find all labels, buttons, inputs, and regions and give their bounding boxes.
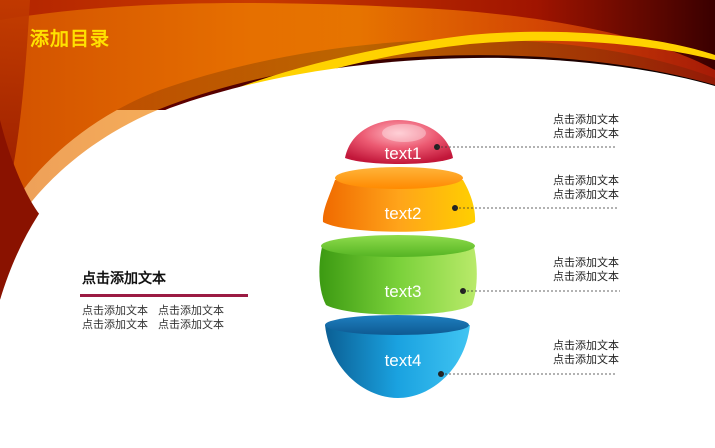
callout-1: 点击添加文本 点击添加文本 — [499, 113, 619, 141]
callout-2: 点击添加文本 点击添加文本 — [499, 174, 619, 202]
connector-1 — [434, 144, 617, 150]
left-panel-line: 点击添加文本点击添加文本 — [82, 304, 248, 318]
left-panel-text: 点击添加文本 — [158, 304, 224, 317]
connector-3 — [460, 288, 620, 294]
left-panel-heading: 点击添加文本 — [82, 271, 166, 287]
segment-4 — [325, 315, 470, 398]
callout-2-line2: 点击添加文本 — [553, 188, 619, 201]
callout-3-line2: 点击添加文本 — [553, 270, 619, 283]
callout-2-line1: 点击添加文本 — [553, 174, 619, 187]
left-text-panel: 点击添加文本 点击添加文本点击添加文本 点击添加文本点击添加文本 — [80, 268, 248, 332]
left-panel-line: 点击添加文本点击添加文本 — [82, 318, 248, 332]
segment-label-3: text3 — [385, 282, 422, 301]
left-panel-lines: 点击添加文本点击添加文本 点击添加文本点击添加文本 — [82, 304, 248, 332]
callout-4-line2: 点击添加文本 — [553, 353, 619, 366]
segment-label-1: text1 — [385, 144, 422, 163]
left-panel-divider — [80, 294, 248, 297]
connector-2 — [452, 205, 617, 211]
callout-3: 点击添加文本 点击添加文本 — [499, 256, 619, 284]
segment-label-4: text4 — [385, 351, 422, 370]
callout-1-line1: 点击添加文本 — [553, 113, 619, 126]
callout-3-line1: 点击添加文本 — [553, 256, 619, 269]
callout-4-line1: 点击添加文本 — [553, 339, 619, 352]
page-title: 添加目录 — [30, 28, 111, 50]
left-panel-text: 点击添加文本 — [82, 318, 148, 331]
callout-4: 点击添加文本 点击添加文本 — [499, 339, 619, 367]
left-panel-text: 点击添加文本 — [82, 304, 148, 317]
segment-1 — [345, 120, 453, 164]
segment-3 — [319, 235, 477, 315]
left-panel-text: 点击添加文本 — [158, 318, 224, 331]
segment-label-2: text2 — [385, 204, 422, 223]
segment-2 — [322, 167, 476, 232]
callout-1-line2: 点击添加文本 — [553, 127, 619, 140]
connector-4 — [438, 371, 617, 377]
